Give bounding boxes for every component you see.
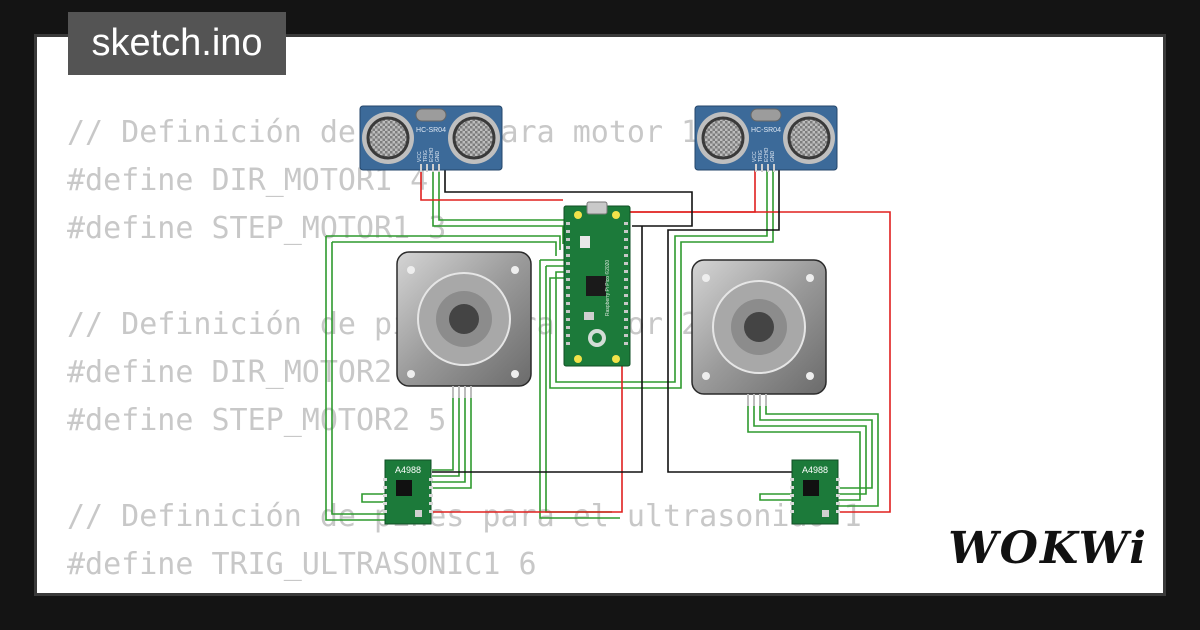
stepper-motor-1 [396, 251, 532, 398]
wires-green [325, 168, 879, 521]
pico-pins-left [566, 222, 570, 345]
pico-label: Raspberry Pi Pico ©2020 [604, 260, 611, 316]
file-tab[interactable]: sketch.ino [68, 12, 286, 75]
sensor-1-pin-echo: ECHO [429, 147, 435, 162]
stepper-motor-2 [691, 259, 827, 406]
ultrasonic-sensor-1: HC-SR04 VCC TRIG ECHO GND [359, 105, 503, 172]
ultrasonic-sensor-2: HC-SR04 VCC TRIG ECHO GND [694, 105, 838, 172]
wokwi-logo[interactable]: WOKWi [948, 523, 1148, 574]
sensor-2-pin-gnd: GND [770, 151, 776, 163]
raspberry-pi-pico: Raspberry Pi Pico ©2020 [563, 201, 631, 367]
sensor-1-pin-vcc: VCC [417, 151, 423, 162]
driver-1-label: A4988 [395, 465, 421, 475]
sensor-2-pin-trig: TRIG [758, 150, 764, 162]
sensor-2-pin-vcc: VCC [752, 151, 758, 162]
a4988-driver-2: A4988 [790, 459, 840, 525]
sensor-2-label: HC-SR04 [751, 127, 781, 134]
sensor-1-pin-trig: TRIG [423, 150, 429, 162]
pico-pins-right [624, 222, 628, 345]
sensor-2-pin-echo: ECHO [764, 147, 770, 162]
sensor-1-pin-gnd: GND [435, 151, 441, 163]
sensor-1-label: HC-SR04 [416, 127, 446, 134]
wires-black [432, 168, 794, 473]
driver-2-label: A4988 [802, 465, 828, 475]
a4988-driver-1: A4988 [383, 459, 433, 525]
